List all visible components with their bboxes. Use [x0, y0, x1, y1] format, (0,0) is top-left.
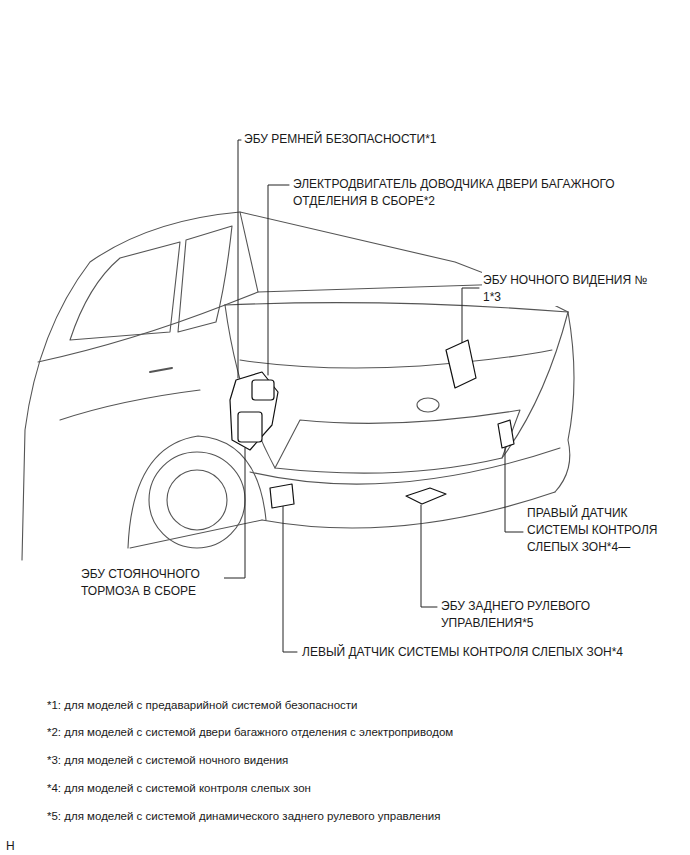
footnote: *5: для моделей с системой динамического… [46, 808, 442, 825]
footnote: *1: для моделей с предаварийной системой… [46, 697, 358, 714]
part-label: ЭБУ НОЧНОГО ВИДЕНИЯ № 1*3 [482, 272, 662, 306]
part-label: ПРАВЫЙ ДАТЧИК СИСТЕМЫ КОНТРОЛЯ СЛЕПЫХ ЗО… [526, 505, 686, 556]
footnote: *3: для моделей с системой ночного виден… [46, 752, 289, 769]
part-label: ЭБУ РЕМНЕЙ БЕЗОПАСНОСТИ*1 [243, 131, 437, 148]
footnote: *4: для моделей с системой контроля слеп… [46, 780, 312, 797]
part-label: ЭБУ СТОЯНОЧНОГО ТОРМОЗА В СБОРЕ [80, 566, 224, 600]
part-label: ЛЕВЫЙ ДАТЧИК СИСТЕМЫ КОНТРОЛЯ СЛЕПЫХ ЗОН… [301, 644, 624, 661]
footnote: *2: для моделей с системой двери багажно… [46, 724, 454, 741]
part-label: ЭЛЕКТРОДВИГАТЕЛЬ ДОВОДЧИКА ДВЕРИ БАГАЖНО… [292, 176, 669, 210]
figure-code: H [5, 838, 16, 855]
part-label: ЭБУ ЗАДНЕГО РУЛЕВОГО УПРАВЛЕНИЯ*5 [440, 598, 624, 632]
